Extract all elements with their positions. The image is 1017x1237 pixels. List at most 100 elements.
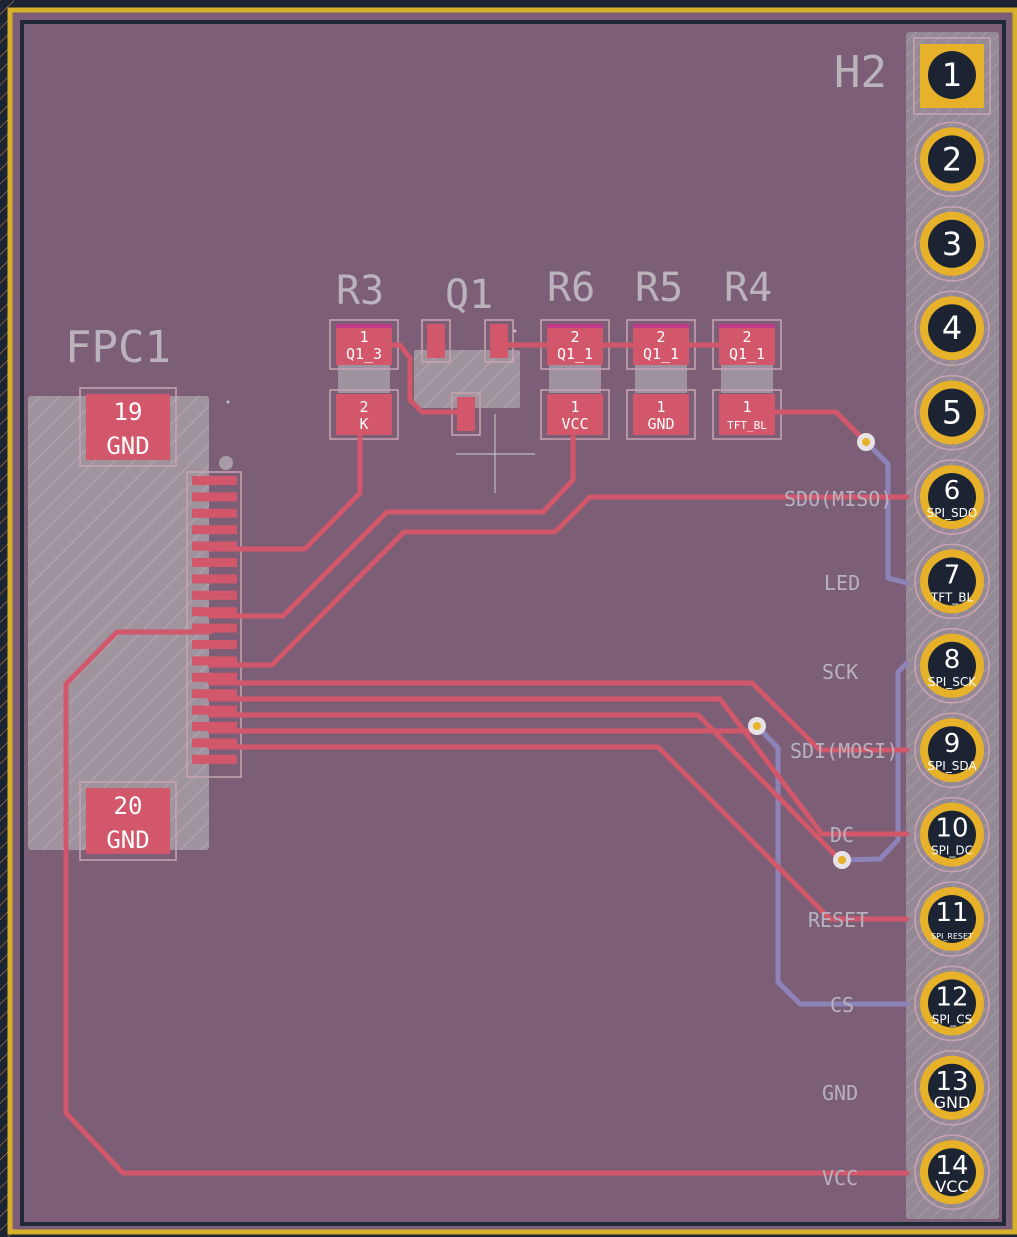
- header-pin-courtyard: [914, 881, 990, 957]
- trace-q1-r3: [381, 342, 460, 415]
- fpc-finger-pad[interactable]: [192, 607, 237, 617]
- resistor-pin-net: TFT_BL: [727, 419, 767, 432]
- header-pin-courtyard: [914, 628, 990, 704]
- label-dc: DC: [830, 823, 854, 847]
- ref-r6: R6: [547, 265, 595, 311]
- fpc-pad-20[interactable]: 20 GND: [79, 781, 177, 861]
- fpc-finger-pad[interactable]: [192, 476, 237, 485]
- header-pin-3[interactable]: 3: [914, 206, 990, 282]
- header-pin-net: SPI_SDO: [927, 506, 978, 520]
- header-pin-number: 14: [935, 1151, 968, 1181]
- fpc-finger-pad[interactable]: [192, 754, 237, 764]
- fpc-finger-pad[interactable]: [192, 722, 237, 731]
- resistor-pin-number: 1: [570, 398, 579, 416]
- trace-reset: [207, 744, 910, 922]
- trace-vcc-r6: [207, 434, 576, 619]
- fpc-finger-pad[interactable]: [192, 574, 237, 584]
- resistor-pin-net: Q1_1: [643, 345, 679, 363]
- q1-pad-gate[interactable]: [421, 319, 451, 363]
- resistor-pad-highlight: [336, 324, 392, 328]
- header-pin-net: SPI_CS: [932, 1012, 972, 1026]
- resistor-pin-number: 2: [742, 328, 751, 346]
- header-pin-number: 1: [942, 56, 962, 94]
- q1-pad-drain[interactable]: [484, 319, 514, 363]
- trace-sdo: [207, 494, 910, 668]
- header-pin-2[interactable]: 2: [914, 121, 990, 198]
- resistor-pad-courtyard: [329, 389, 399, 440]
- fpc-finger-pad[interactable]: [192, 705, 237, 715]
- header-pin-hole: [928, 304, 976, 353]
- header-pin-number: 12: [935, 982, 968, 1012]
- trace-back-cs: [754, 723, 910, 1007]
- header-pin-net: SPI_DC: [931, 844, 973, 858]
- header-pin-hole: [928, 473, 976, 521]
- resistor-pad-highlight: [633, 324, 689, 328]
- header-pin-number: 5: [942, 394, 962, 432]
- resistor-pad-courtyard: [626, 389, 696, 440]
- fpc-finger-pad[interactable]: [192, 558, 237, 567]
- header-pin-5[interactable]: 5: [914, 374, 990, 451]
- header-pin-courtyard: [914, 459, 990, 535]
- header-pin-1[interactable]: 1: [913, 37, 991, 115]
- resistor-pad[interactable]: [336, 394, 392, 435]
- fpc-finger-pad[interactable]: [192, 623, 237, 633]
- resistor-r3[interactable]: 1Q1_32K: [329, 319, 399, 440]
- resistor-pin-net: VCC: [561, 415, 588, 433]
- header-pin-hole: [928, 1148, 976, 1197]
- resistor-pad[interactable]: [719, 394, 775, 435]
- trace-back-sck: [839, 660, 910, 863]
- fpc-finger-pad[interactable]: [192, 590, 237, 600]
- ref-r3: R3: [336, 268, 384, 314]
- label-vcc: VCC: [822, 1166, 858, 1190]
- fpc-pad-19[interactable]: 19 GND: [79, 387, 177, 467]
- resistor-pin-net: Q1_1: [729, 345, 765, 363]
- front-copper-traces: [63, 342, 910, 1176]
- fpc-courtyard: [186, 471, 242, 778]
- header-pin-courtyard: [914, 121, 990, 198]
- fpc-finger-pad[interactable]: [192, 672, 237, 682]
- ref-fpc1: FPC1: [65, 322, 171, 373]
- header-pin-hole: [928, 1063, 976, 1112]
- header-pins[interactable]: 123456SPI_SDO7TFT_BL8SPI_SCK9SPI_SDA10SP…: [913, 37, 991, 1210]
- fpc-pad19-number: 19: [114, 398, 143, 426]
- fpc-finger-pad[interactable]: [192, 541, 237, 551]
- fpc-finger-pads[interactable]: [192, 476, 237, 764]
- fpc-finger-pad[interactable]: [192, 492, 237, 502]
- header-pin-number: 4: [942, 309, 962, 347]
- fpc-finger-pad[interactable]: [192, 525, 237, 535]
- resistor-pin-net: Q1_1: [557, 345, 593, 363]
- fpc-pad20-net: GND: [106, 826, 149, 854]
- trace-dc: [207, 696, 910, 837]
- fpc-pin1-marker: [219, 456, 233, 470]
- header-pin-4[interactable]: 4: [914, 290, 990, 366]
- fpc-finger-pad[interactable]: [192, 738, 237, 748]
- header-pin-number: 2: [942, 140, 962, 178]
- resistor-pad[interactable]: [633, 394, 689, 435]
- fpc-body: [28, 396, 209, 850]
- header-pin-courtyard: [914, 206, 990, 282]
- fpc-finger-pad[interactable]: [192, 508, 237, 518]
- trace-tftbl-front: [767, 409, 869, 445]
- header-pin-hole: [928, 726, 976, 775]
- resistor-pad[interactable]: [547, 394, 603, 435]
- header-net-labels: SDO(MISO) LED SCK SDI(MOSI) DC RESET CS …: [784, 487, 898, 1190]
- fpc-finger-pad[interactable]: [192, 640, 237, 649]
- trace-back-tftbl: [863, 439, 910, 586]
- fpc-finger-pad[interactable]: [192, 689, 237, 699]
- fpc-pad20-number: 20: [114, 792, 143, 820]
- fpc-finger-pad[interactable]: [192, 656, 237, 666]
